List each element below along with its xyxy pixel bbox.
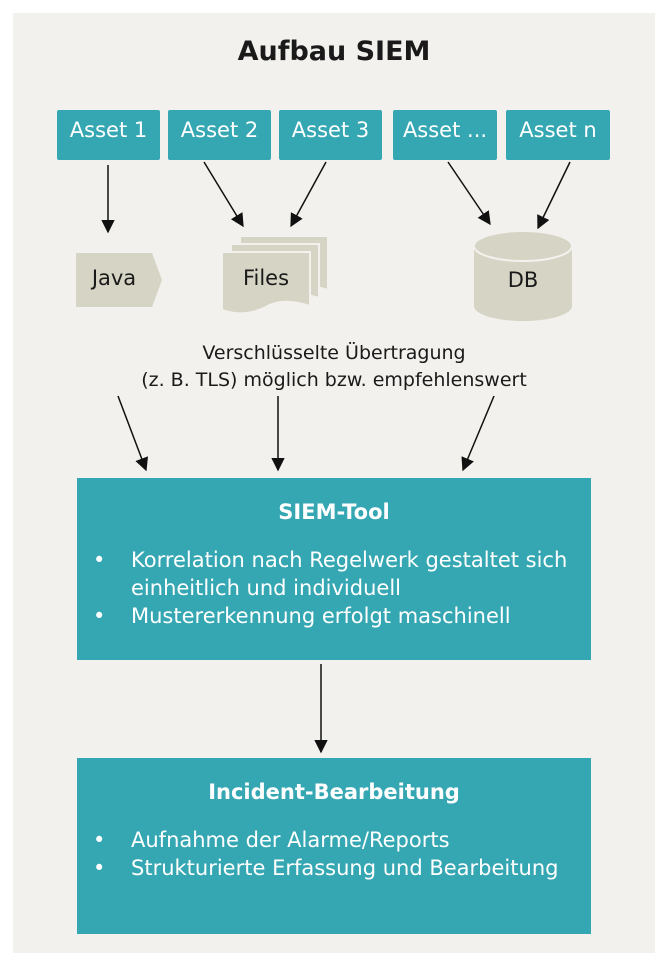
incident-box: Incident-Bearbeitung Aufnahme der Alarme… [77,758,591,934]
asset-ellipsis-box: Asset ... [393,110,497,160]
incident-title: Incident-Bearbeitung [208,780,460,804]
siem-tool-box: SIEM-Tool Korrelation nach Regelwerk ges… [77,478,591,660]
diagram-title: Aufbau SIEM [237,36,431,67]
db-label: DB [507,268,539,292]
asset-n-box: Asset n [506,110,610,160]
incident-bullet: Aufnahme der Alarme/Reports [77,826,591,854]
asset-1-box: Asset 1 [57,110,160,160]
asset-2-box: Asset 2 [168,110,271,160]
encryption-note-line2: (z. B. TLS) möglich bzw. empfehlenswert [141,369,527,391]
siem-tool-bullets: Korrelation nach Regelwerk gestaltet sic… [77,546,591,630]
files-label: Files [242,266,290,290]
siem-tool-bullet: Mustererkennung erfolgt maschinell [77,602,591,630]
asset-3-box: Asset 3 [279,110,382,160]
siem-tool-bullet: Korrelation nach Regelwerk gestaltet sic… [77,546,591,602]
incident-bullet: Strukturierte Erfassung und Bearbeitung [77,854,591,882]
java-label: Java [91,266,137,290]
incident-bullets: Aufnahme der Alarme/Reports Strukturiert… [77,826,591,882]
siem-tool-title: SIEM-Tool [278,500,390,524]
encryption-note-line1: Verschlüsselte Übertragung [202,342,466,364]
